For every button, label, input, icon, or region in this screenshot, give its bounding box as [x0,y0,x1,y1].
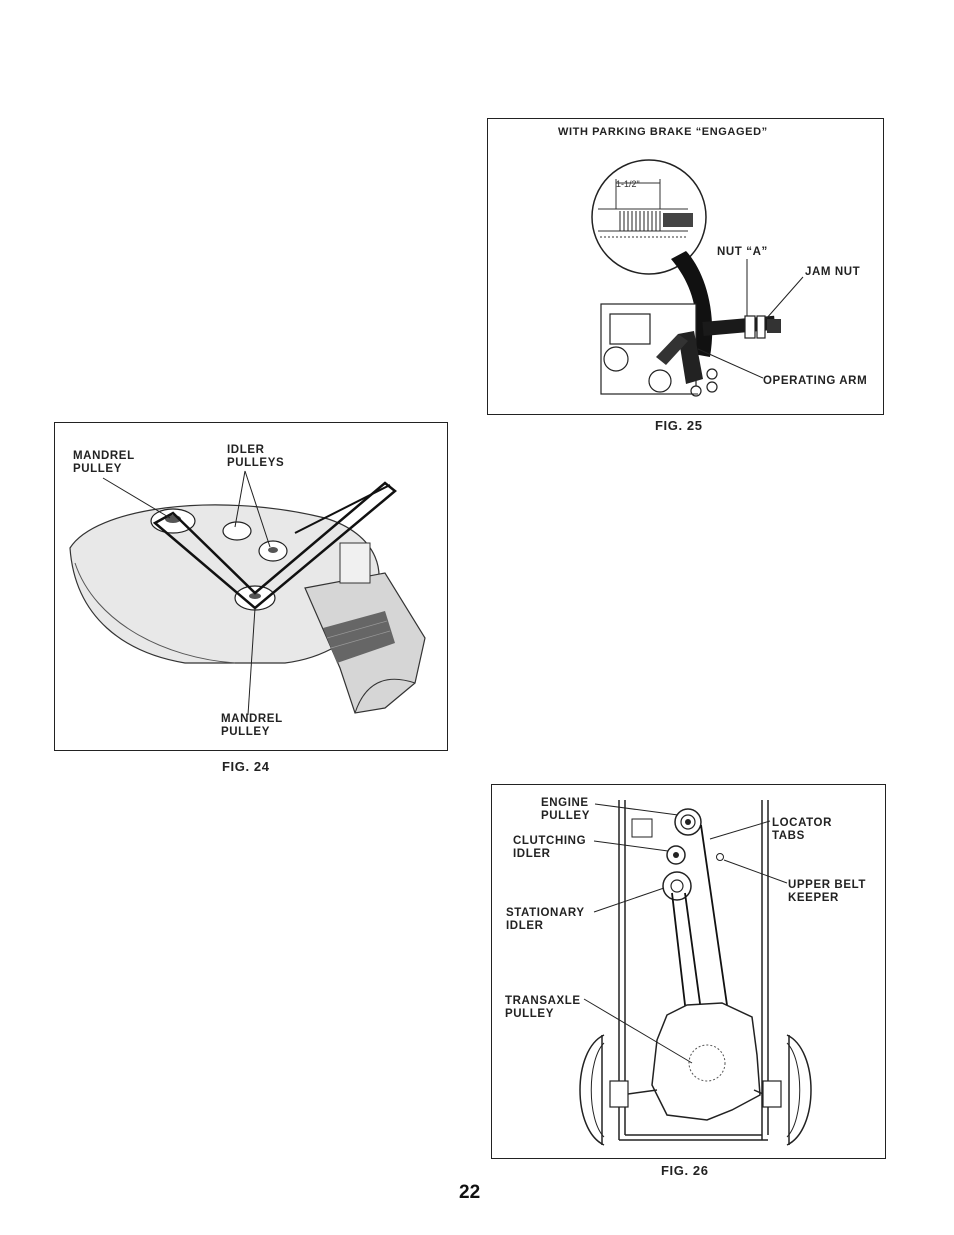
label-mandrel-pulley-bottom: MANDREL PULLEY [221,713,283,739]
page-number: 22 [459,1182,480,1204]
label-transaxle-pulley: TRANSAXLE PULLEY [505,995,581,1021]
label-engine-pulley: ENGINE PULLEY [541,797,590,823]
label-mandrel-pulley-top: MANDREL PULLEY [73,450,135,476]
figure-26: ENGINE PULLEY CLUTCHING IDLER STATIONARY… [491,784,886,1159]
label-clutching-idler: CLUTCHING IDLER [513,835,586,861]
figure-25: WITH PARKING BRAKE “ENGAGED” 1-1/2" NUT … [487,118,884,415]
label-jam-nut: JAM NUT [805,266,860,279]
dimension-label: 1-1/2" [616,179,640,189]
label-locator-tabs: LOCATOR TABS [772,817,832,843]
label-upper-belt-keeper: UPPER BELT KEEPER [788,879,866,905]
fig26-caption: FIG. 26 [661,1163,709,1178]
label-idler-pulleys: IDLER PULLEYS [227,444,284,470]
fig25-title: WITH PARKING BRAKE “ENGAGED” [558,126,768,139]
fig25-caption: FIG. 25 [655,418,703,433]
fig24-caption: FIG. 24 [222,759,270,774]
figure-24: MANDREL PULLEY IDLER PULLEYS MANDREL PUL… [54,422,448,751]
label-nut-a: NUT “A” [717,246,768,259]
label-stationary-idler: STATIONARY IDLER [506,907,585,933]
label-operating-arm: OPERATING ARM [763,375,867,388]
